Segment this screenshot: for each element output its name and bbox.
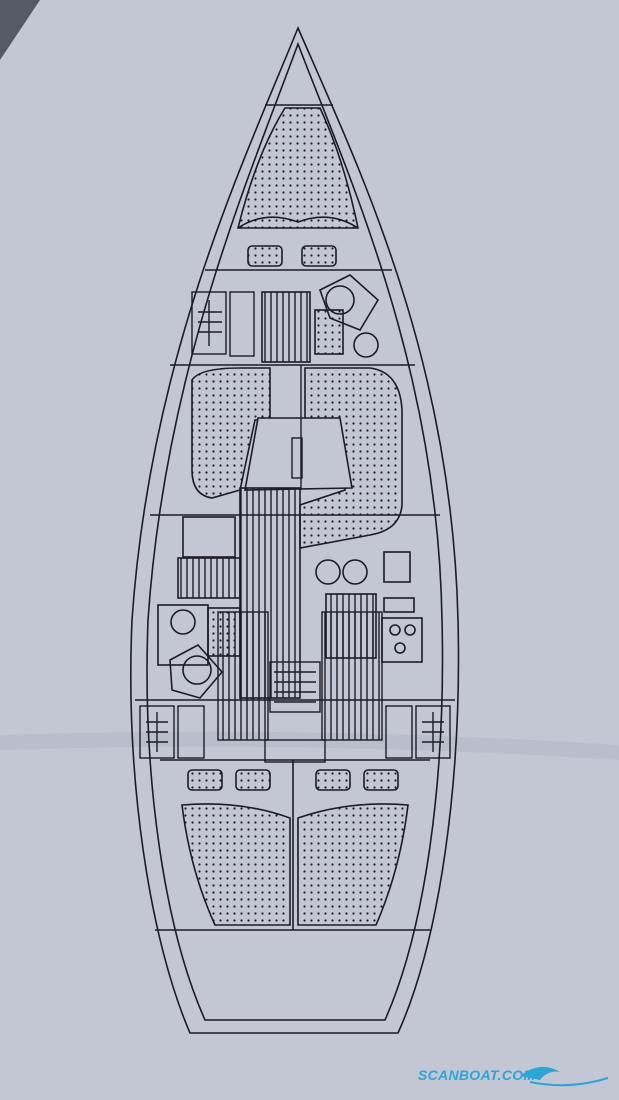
sink-icon (342, 559, 368, 585)
aft-lockers (139, 705, 451, 759)
fore-head (314, 274, 380, 358)
fore-hatch-right (301, 245, 337, 267)
companionway-steps (264, 661, 326, 763)
saloon-settee (191, 367, 271, 499)
aft-floor-right (321, 611, 383, 741)
aft-berth-right (297, 803, 409, 926)
nav-table (182, 516, 236, 558)
deck-line (146, 41, 444, 1021)
paper-corner (0, 0, 40, 60)
sink-icon (170, 609, 196, 635)
stove-icon (381, 617, 423, 663)
aft-hatch-1 (187, 769, 223, 791)
sink-icon (353, 332, 379, 358)
watermark-text: SCANBOAT.COM (418, 1067, 536, 1083)
toilet-icon (182, 655, 212, 685)
aft-berth-left (181, 803, 291, 926)
paper-fold (0, 731, 619, 760)
fore-locker (191, 291, 255, 357)
nav-seat (177, 557, 241, 599)
aft-hatch-2 (235, 769, 271, 791)
wave-logo-icon (520, 1066, 609, 1087)
aft-floor-left (217, 611, 269, 741)
sink-icon (315, 559, 341, 585)
fore-floor (261, 291, 311, 363)
aft-hatch-4 (363, 769, 399, 791)
fore-hatch-left (247, 245, 283, 267)
aft-hatch-3 (315, 769, 351, 791)
scanboat-watermark: SCANBOAT.COM (412, 1059, 612, 1093)
